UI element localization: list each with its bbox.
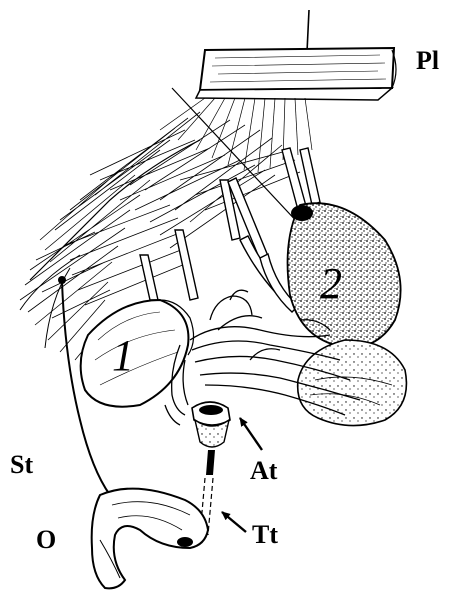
tt-arrow [222, 512, 246, 532]
at-arrow [240, 418, 262, 450]
label-at: At [250, 458, 277, 484]
guide-line [172, 88, 300, 225]
plank [196, 48, 396, 100]
label-pl: Pl [416, 48, 439, 74]
label-o: O [36, 527, 56, 553]
spider-2 [288, 203, 407, 425]
attachment-structure [192, 402, 230, 475]
pin [307, 10, 309, 52]
label-st: St [10, 452, 33, 478]
label-tt: Tt [252, 522, 278, 548]
object-o [92, 489, 208, 589]
number-1: 1 [112, 331, 134, 380]
number-2: 2 [320, 259, 342, 308]
thread-origin [58, 276, 66, 284]
